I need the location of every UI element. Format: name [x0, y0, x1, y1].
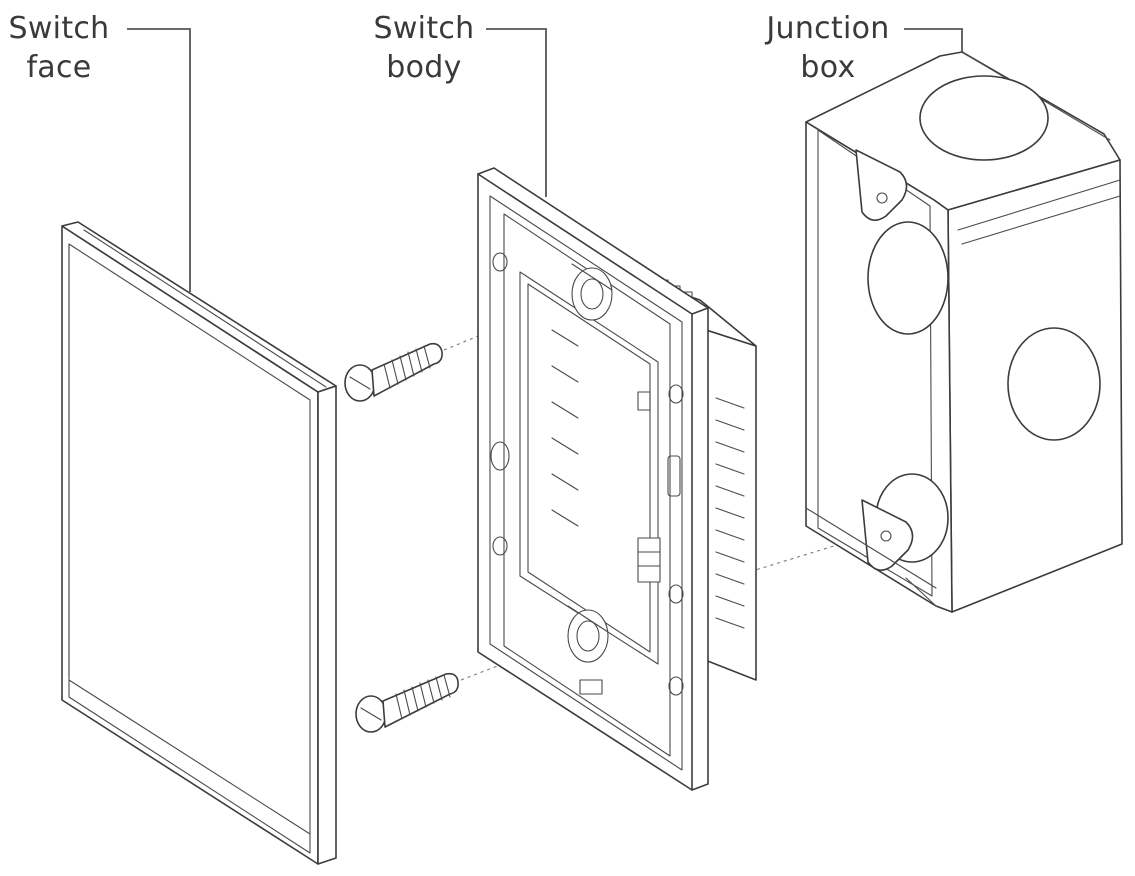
callout-switch-body-line-1: Switch — [373, 11, 475, 46]
leader-line-switch-body — [486, 28, 547, 197]
switch-face-plate — [61, 221, 337, 865]
callout-junction-box: Junction box — [758, 9, 898, 87]
leader-line-switch-face — [127, 28, 191, 292]
vent-slots — [715, 397, 745, 629]
leader-line-junction-box — [904, 28, 963, 52]
junction-box-body — [805, 51, 1123, 613]
callout-junction-box-line-1: Junction — [766, 11, 890, 46]
callout-switch-face: Switch face — [0, 9, 118, 87]
inner-contact-slots — [551, 329, 579, 527]
callout-switch-body: Switch body — [368, 9, 480, 87]
mounting-screw-bottom — [355, 672, 459, 733]
callout-switch-face-line-2: face — [26, 50, 92, 85]
mounting-screw-top — [344, 342, 443, 402]
callout-switch-body-line-2: body — [386, 50, 462, 85]
switch-body-frame — [477, 167, 757, 791]
callout-switch-face-line-1: Switch — [8, 11, 110, 46]
callout-junction-box-line-2: box — [800, 50, 856, 85]
